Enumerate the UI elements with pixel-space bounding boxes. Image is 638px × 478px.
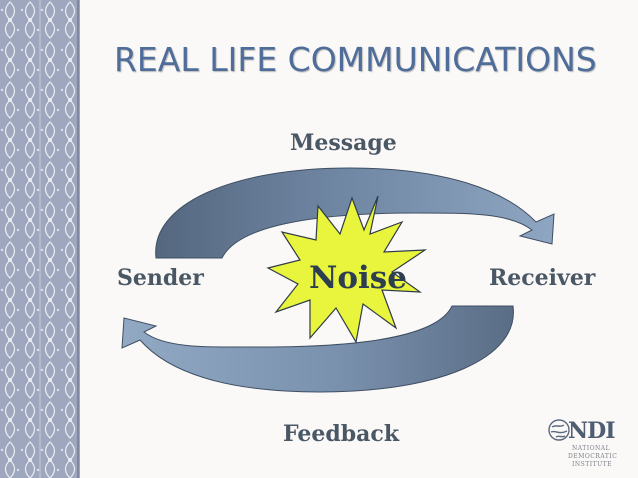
logo-line-2: DEMOCRATIC	[568, 453, 618, 460]
message-label: Message	[290, 130, 397, 156]
noise-starburst	[266, 195, 428, 344]
decorative-border-strip	[0, 0, 80, 478]
logo-wordmark: NDI	[568, 418, 615, 444]
logo-line-3: INSTITUTE	[572, 461, 613, 468]
feedback-arrow	[121, 305, 514, 393]
feedback-label: Feedback	[283, 421, 400, 447]
ndi-logo: NDI NATIONAL DEMOCRATIC INSTITUTE	[548, 416, 626, 470]
slide-title: REAL LIFE COMMUNICATIONS	[114, 40, 597, 79]
sender-label: Sender	[117, 265, 204, 291]
border-pattern	[0, 0, 80, 478]
logo-line-1: NATIONAL	[572, 445, 611, 452]
receiver-label: Receiver	[489, 265, 596, 291]
noise-label: Noise	[309, 260, 407, 296]
globe-icon	[548, 419, 570, 441]
